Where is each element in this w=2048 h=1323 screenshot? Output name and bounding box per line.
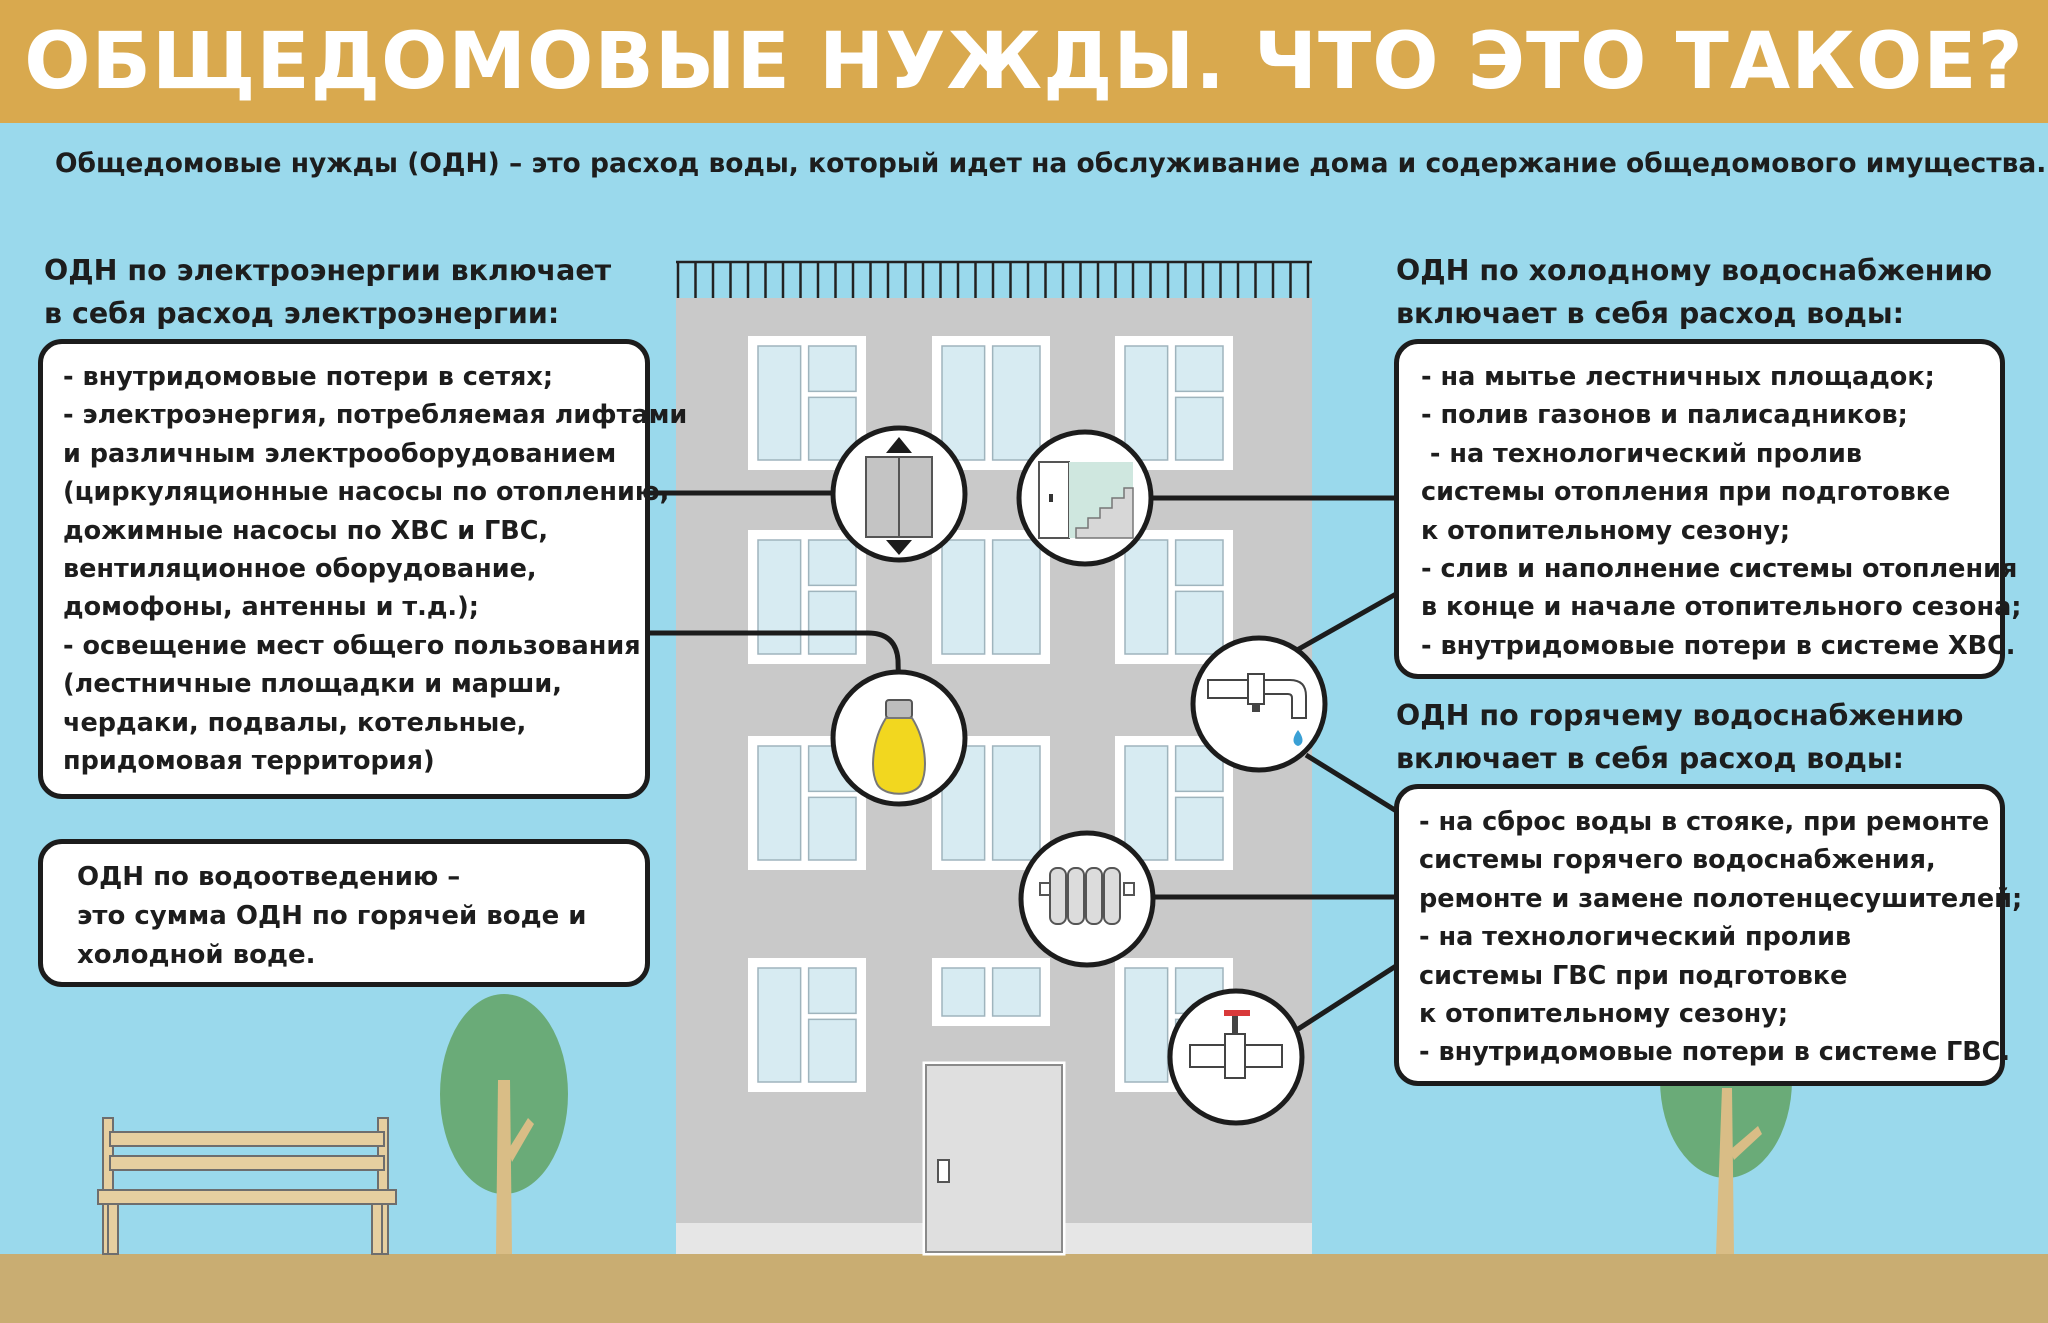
list-item: и различным электрооборудованием <box>63 438 617 469</box>
list-item: чердаки, подвалы, котельные, <box>63 707 527 738</box>
list-item: - на сброс воды в стояке, при ремонте <box>1419 807 1990 837</box>
window <box>748 736 866 870</box>
heading-line: включает в себя расход воды: <box>1396 297 1905 330</box>
windows <box>748 336 1233 1092</box>
hot-water-heading: ОДН по горячему водоснабжению включает в… <box>1396 694 1963 780</box>
cold-water-box: - на мытье лестничных площадок; - полив … <box>1394 339 2022 679</box>
list-item: - на мытье лестничных площадок; <box>1421 362 1935 392</box>
window <box>932 336 1050 470</box>
list-item: - внутридомовые потери в системе ГВС. <box>1419 1037 2011 1068</box>
list-item: - освещение мест общего пользования <box>63 630 641 661</box>
list-item: системы горячего водоснабжения, <box>1419 845 1936 876</box>
list-item: домофоны, антенны и т.д.); <box>63 592 479 623</box>
list-item: - полив газонов и палисадников; <box>1421 400 1908 431</box>
ground <box>0 1254 2048 1323</box>
list-item: в конце и начале отопительного сезона; <box>1421 592 2022 623</box>
window <box>748 530 866 664</box>
list-item: ОДН по водоотведению – <box>77 862 461 892</box>
faucet-icon <box>1190 635 1328 773</box>
list-item: (циркуляционные насосы по отоплению, <box>63 477 670 508</box>
radiator-icon <box>1018 830 1156 968</box>
window <box>1115 736 1233 870</box>
heading-line: ОДН по холодному водоснабжению <box>1396 254 1993 287</box>
list-item: к отопительному сезону; <box>1419 999 1789 1030</box>
tree-icon <box>440 994 568 1254</box>
bench-icon <box>97 1117 397 1255</box>
hot-water-box: - на сброс воды в стояке, при ремонте си… <box>1394 784 2023 1086</box>
list-item: холодной воде. <box>77 940 316 970</box>
list-item: - электроэнергия, потребляемая лифтами <box>63 400 688 431</box>
window <box>1115 530 1233 664</box>
list-item: дожимные насосы по ХВС и ГВС, <box>63 515 549 546</box>
pipe-valve-icon <box>1167 988 1305 1126</box>
window <box>748 958 866 1092</box>
heading-line: ОДН по горячему водоснабжению <box>1396 699 1964 732</box>
list-item: - слив и наполнение системы отопления <box>1421 554 2018 585</box>
connector-lines <box>648 490 1400 1045</box>
heading-line: включает в себя расход воды: <box>1396 742 1905 775</box>
electricity-box: - внутридомовые потери в сетях; - электр… <box>38 339 688 799</box>
window <box>1115 336 1233 470</box>
list-item: к отопительному сезону; <box>1421 515 1791 546</box>
list-item: - внутридомовые потери в сетях; <box>63 362 554 392</box>
light-bulb-icon <box>830 669 968 807</box>
definition-text: Общедомовые нужды (ОДН) – это расход вод… <box>55 148 2047 179</box>
cold-water-heading: ОДН по холодному водоснабжению включает … <box>1396 249 1992 335</box>
list-item: системы отопления при подготовке <box>1421 477 1951 508</box>
window <box>932 958 1050 1026</box>
list-item: - на технологический пролив <box>1421 438 1862 469</box>
door-icon <box>922 1061 1066 1256</box>
list-item: (лестничные площадки и марши, <box>63 669 562 700</box>
list-item: ремонте и замене полотенцесушителей; <box>1419 883 2023 914</box>
page-title: ОБЩЕДОМОВЫЕ НУЖДЫ. ЧТО ЭТО ТАКОЕ? <box>24 16 2024 107</box>
staircase-icon <box>1016 429 1154 567</box>
window <box>748 336 866 470</box>
list-item: - внутридомовые потери в системе ХВС. <box>1421 630 2016 661</box>
electricity-heading: ОДН по электроэнергии включает в себя ра… <box>44 249 611 335</box>
heading-line: ОДН по электроэнергии включает <box>44 254 612 287</box>
title-bar: ОБЩЕДОМОВЫЕ НУЖДЫ. ЧТО ЭТО ТАКОЕ? <box>0 0 2048 123</box>
elevator-icon <box>830 425 968 563</box>
list-item: это сумма ОДН по горячей воде и <box>77 901 587 931</box>
heading-line: в себя расход электроэнергии: <box>44 297 560 330</box>
drainage-box: ОДН по водоотведению – это сумма ОДН по … <box>38 839 650 987</box>
roof-railing <box>676 260 1312 298</box>
list-item: - на технологический пролив <box>1419 922 1852 953</box>
window <box>932 530 1050 664</box>
list-item: системы ГВС при подготовке <box>1419 960 1848 991</box>
list-item: придомовая территория) <box>63 746 435 777</box>
list-item: вентиляционное оборудование, <box>63 554 537 585</box>
